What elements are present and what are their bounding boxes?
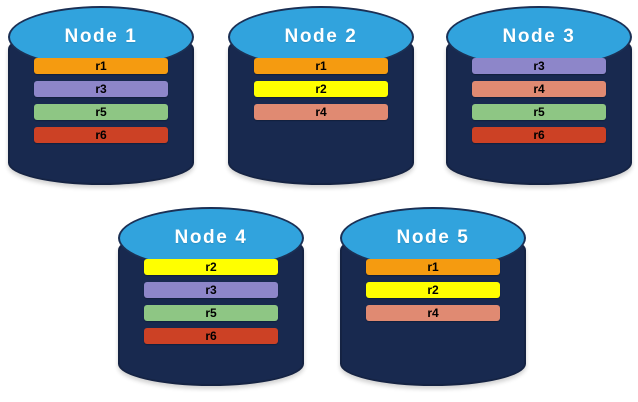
- record-bar[interactable]: r3: [144, 282, 278, 298]
- node-label-4: Node 4: [174, 227, 248, 248]
- record-list-1: r1 r3 r5 r6: [8, 58, 194, 143]
- node-cylinder-3[interactable]: Node 3 r3 r4 r5 r6: [446, 6, 632, 188]
- node-cylinder-5[interactable]: Node 5 r1 r2 r4: [340, 207, 526, 389]
- record-list-3: r3 r4 r5 r6: [446, 58, 632, 143]
- node-top-disc-2: [228, 6, 414, 68]
- record-bar[interactable]: r3: [472, 58, 606, 74]
- node-label-2: Node 2: [284, 26, 358, 47]
- record-bar[interactable]: r6: [144, 328, 278, 344]
- record-list-2: r1 r2 r4: [228, 58, 414, 120]
- node-cylinder-4[interactable]: Node 4 r2 r3 r5 r6: [118, 207, 304, 389]
- node-top-disc-1: [8, 6, 194, 68]
- record-bar[interactable]: r4: [254, 104, 388, 120]
- record-bar[interactable]: r1: [366, 259, 500, 275]
- node-label-1: Node 1: [64, 26, 138, 47]
- record-bar[interactable]: r2: [254, 81, 388, 97]
- record-list-5: r1 r2 r4: [340, 259, 526, 321]
- record-bar[interactable]: r1: [254, 58, 388, 74]
- node-label-5: Node 5: [396, 227, 470, 248]
- record-bar[interactable]: r6: [472, 127, 606, 143]
- node-label-3: Node 3: [502, 26, 576, 47]
- node-cylinder-2[interactable]: Node 2 r1 r2 r4: [228, 6, 414, 188]
- record-list-4: r2 r3 r5 r6: [118, 259, 304, 344]
- record-bar[interactable]: r5: [144, 305, 278, 321]
- record-bar[interactable]: r1: [34, 58, 168, 74]
- record-bar[interactable]: r2: [366, 282, 500, 298]
- node-cylinder-1[interactable]: Node 1 r1 r3 r5 r6: [8, 6, 194, 188]
- record-bar[interactable]: r4: [472, 81, 606, 97]
- record-bar[interactable]: r2: [144, 259, 278, 275]
- record-bar[interactable]: r6: [34, 127, 168, 143]
- record-bar[interactable]: r3: [34, 81, 168, 97]
- record-bar[interactable]: r5: [472, 104, 606, 120]
- record-bar[interactable]: r5: [34, 104, 168, 120]
- record-bar[interactable]: r4: [366, 305, 500, 321]
